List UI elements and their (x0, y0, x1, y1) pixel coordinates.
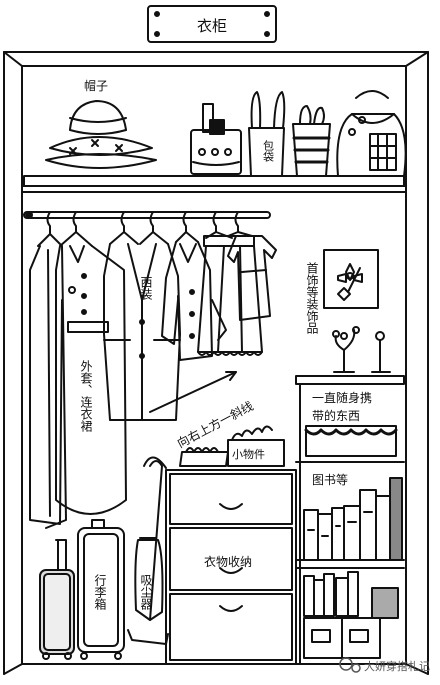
label-small-items: 小物件 (232, 447, 265, 461)
title-sign: 衣柜 (147, 5, 277, 43)
storage-drawers: 衣物收纳 (165, 469, 297, 665)
luggage: 行李箱 (39, 519, 125, 660)
shelf-box-items (190, 103, 242, 175)
label-vacuum: 吸尘器 (139, 574, 153, 611)
watermark-text: 大妍穿搭札记 (364, 659, 430, 673)
top-shelf (21, 175, 407, 193)
label-storage: 衣物收纳 (204, 554, 252, 569)
label-coat: 外套、连衣裙 (79, 360, 93, 433)
label-arrow: 向右上方一斜线 (174, 398, 255, 451)
lower-shelf (303, 571, 399, 659)
coat-dress: 外套、连衣裙 (55, 245, 127, 515)
label-hat: 帽子 (84, 78, 108, 93)
handbag-illustration (336, 90, 407, 177)
small-shirt (227, 235, 277, 321)
carry-items-box: 一直随身携 带的东西 (304, 390, 398, 457)
long-coat-back (29, 245, 67, 529)
suit-jacket: 西装 (103, 243, 181, 421)
skirt (197, 235, 263, 356)
hat-illustration: 帽子 (45, 78, 157, 169)
label-carry-line1: 一直随身携 (312, 390, 372, 405)
wardrobe-title: 衣柜 (197, 17, 227, 35)
books-shelf: 图书等 (303, 473, 403, 561)
watermark: 大妍穿搭札记 (339, 657, 430, 673)
label-accessories: 首饰等装饰品 (305, 262, 319, 334)
label-books: 图书等 (312, 473, 348, 487)
label-bag: 包袋 (262, 140, 275, 162)
basket-illustration (292, 105, 331, 177)
accessories-display: 首饰等装饰品 (305, 249, 391, 373)
label-carry-line2: 带的东西 (312, 408, 360, 423)
label-suit: 西装 (139, 276, 153, 301)
bag-illustration: 包袋 (248, 91, 286, 177)
hanging-rod (23, 211, 271, 219)
label-luggage: 行李箱 (93, 574, 107, 610)
diagonal-arrow: 向右上方一斜线 (149, 371, 256, 451)
small-items-basket: 小物件 (179, 425, 285, 467)
vacuum-cleaner: 吸尘器 (127, 456, 169, 645)
blouse (161, 241, 227, 361)
